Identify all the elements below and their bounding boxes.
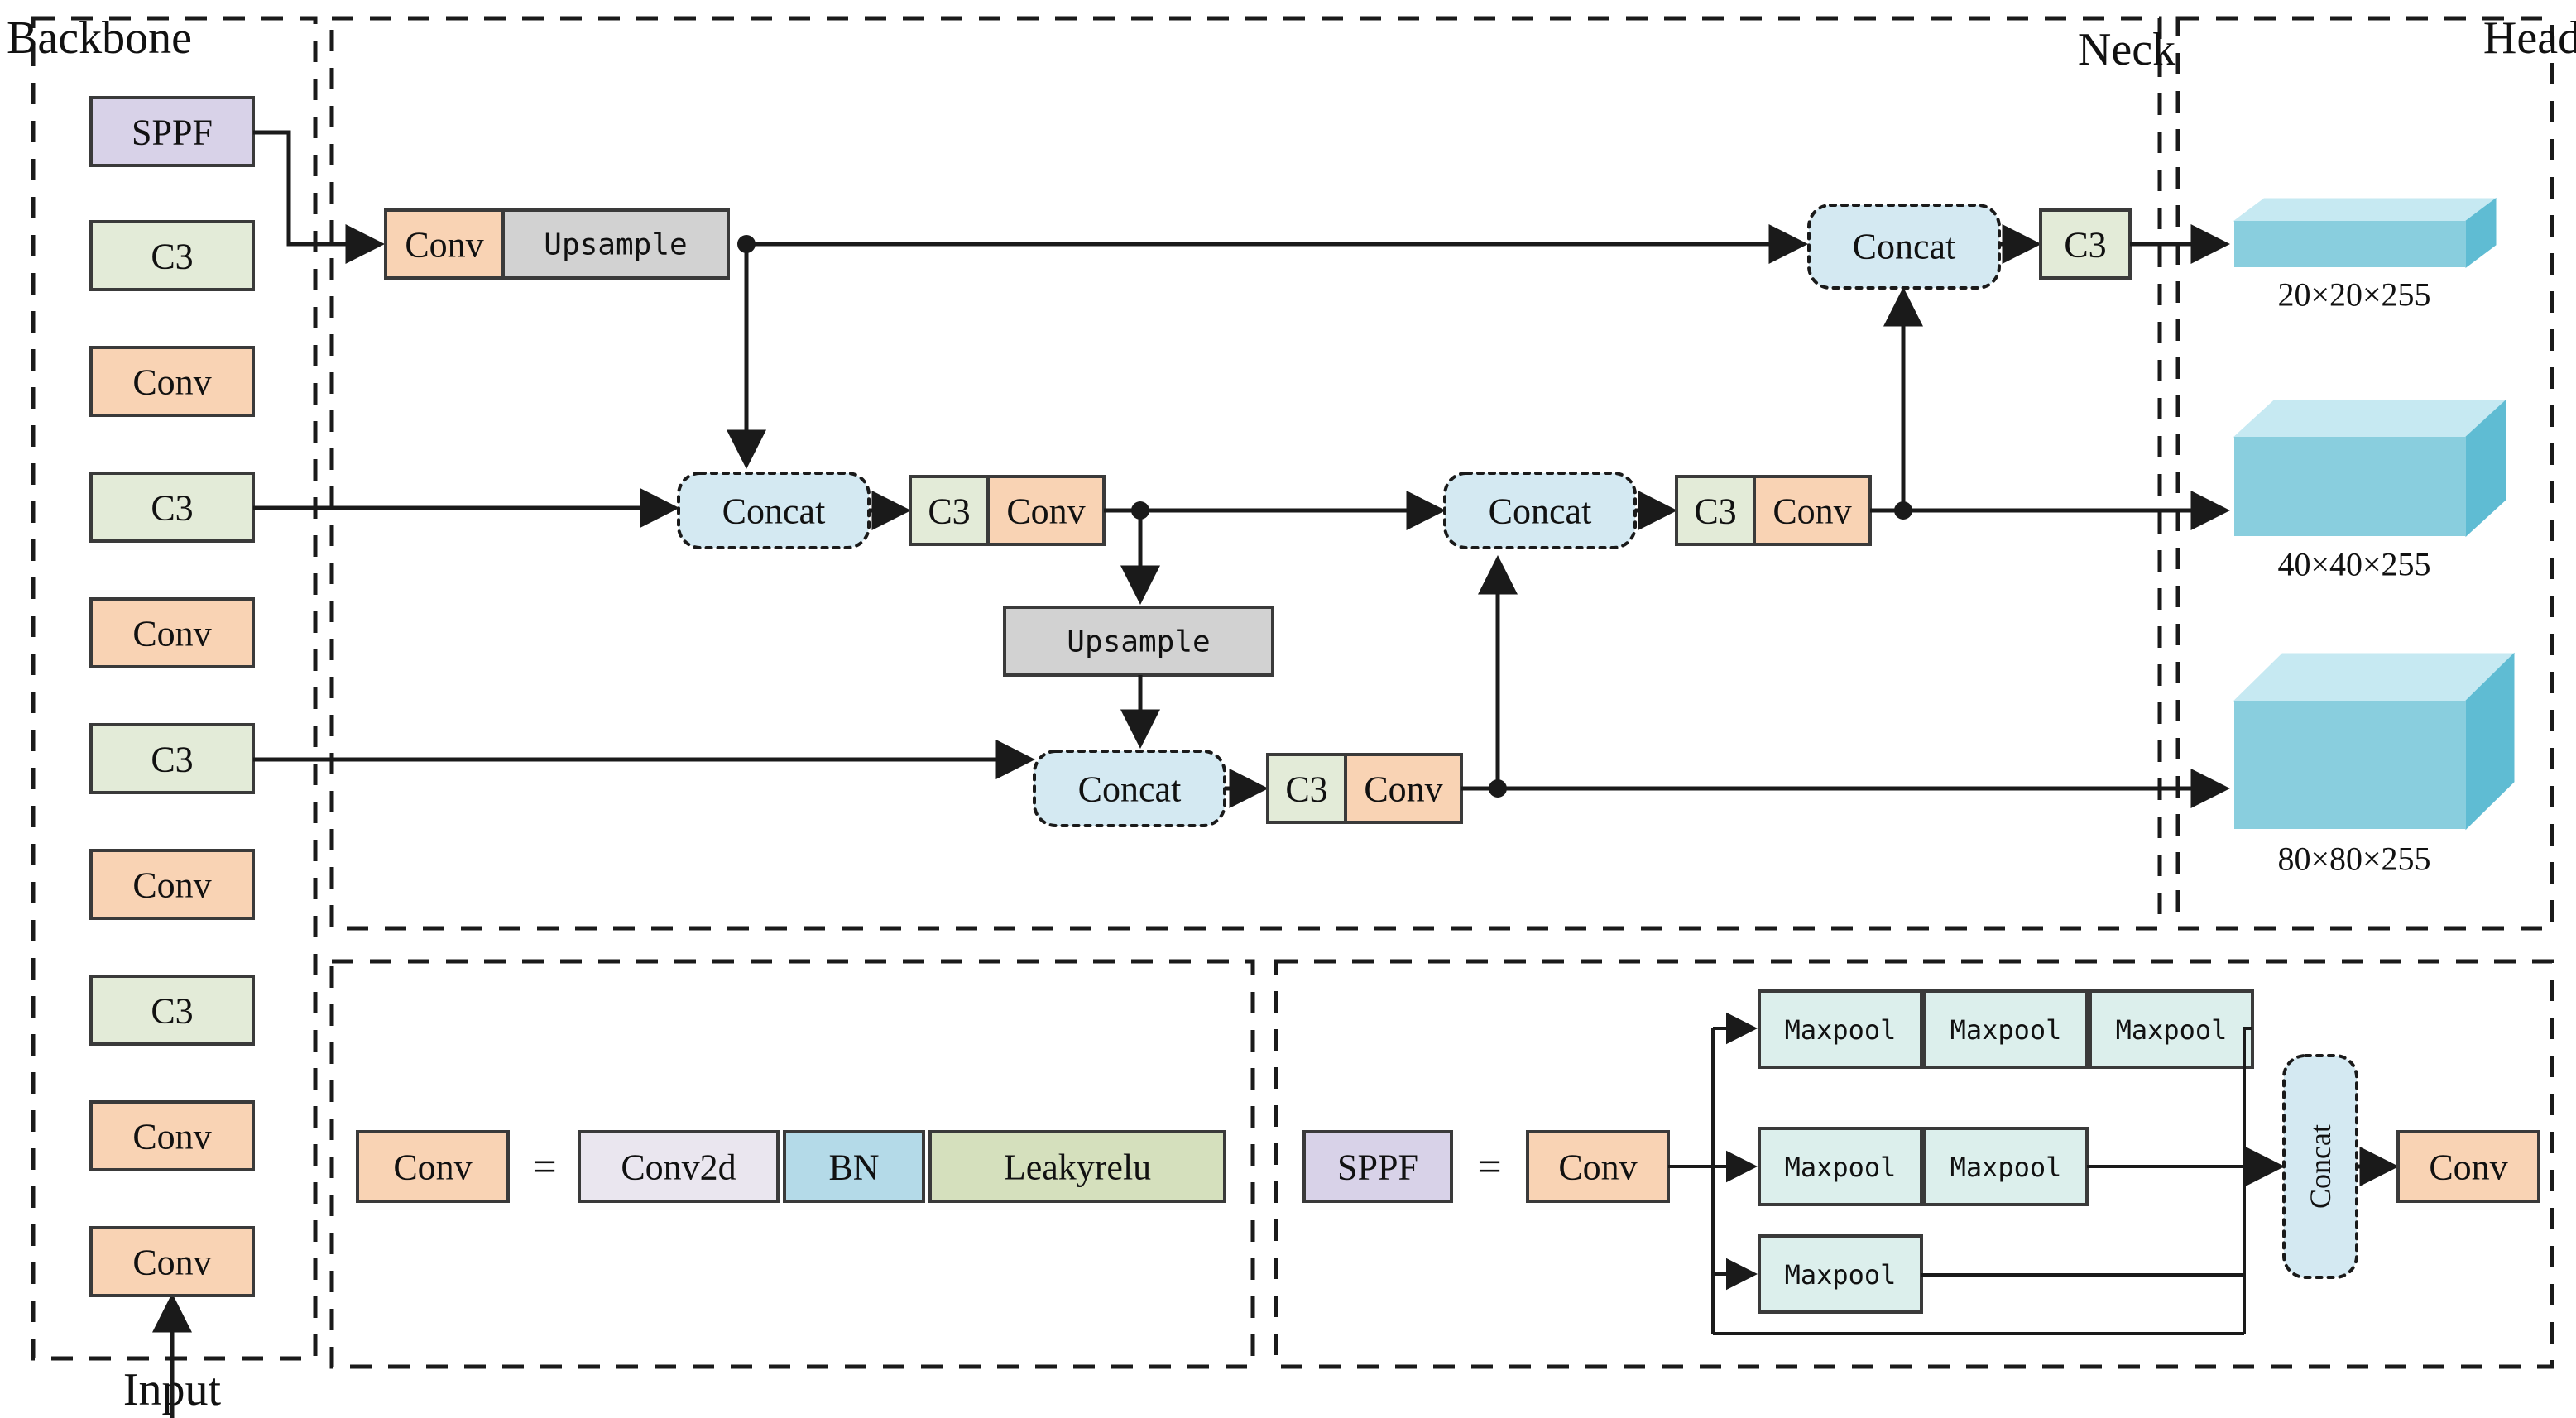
backbone-layer-c3-4[interactable]: C3 bbox=[89, 220, 255, 291]
legend-leakyrelu-label: Leakyrelu bbox=[1004, 1147, 1151, 1188]
backbone-layer-label: Conv bbox=[132, 1243, 211, 1283]
head-container bbox=[2175, 16, 2554, 931]
backbone-layer-conv-1[interactable]: Conv bbox=[89, 1226, 255, 1297]
sppf-conv-out[interactable]: Conv bbox=[2396, 1130, 2540, 1203]
backbone-layer-label: Conv bbox=[132, 362, 211, 403]
neck-concat-label: Concat bbox=[1078, 769, 1182, 810]
backbone-layer-label: C3 bbox=[151, 237, 193, 277]
legend-conv-source-label: Conv bbox=[393, 1147, 472, 1188]
legend-conv-container bbox=[329, 959, 1255, 1369]
head-output-label: 80×80×255 bbox=[2277, 841, 2430, 878]
backbone-layer-conv-2[interactable]: Conv bbox=[89, 1100, 255, 1171]
neck-conv-label: Conv bbox=[1006, 491, 1085, 532]
head-output-label: 20×20×255 bbox=[2277, 276, 2430, 314]
neck-c3conv-mid-left[interactable]: C3 Conv bbox=[909, 475, 1106, 546]
neck-concat-label: Concat bbox=[722, 491, 826, 532]
head-output-80[interactable]: 80×80×255 bbox=[2233, 652, 2516, 878]
sppf-concat-label: Concat bbox=[2304, 1124, 2337, 1209]
legend-sppf-conv-in-label: Conv bbox=[1558, 1147, 1637, 1188]
neck-c3conv-bottom[interactable]: C3 Conv bbox=[1266, 753, 1463, 824]
legend-conv-parts[interactable]: Conv2d BN Leakyrelu bbox=[578, 1130, 1226, 1203]
head-output-20[interactable]: 20×20×255 bbox=[2233, 198, 2497, 314]
sppf-maxpool-label: Maxpool bbox=[1785, 1259, 1897, 1291]
neck-concat-mid-left[interactable]: Concat bbox=[677, 472, 871, 549]
sppf-maxpool-label: Maxpool bbox=[1950, 1152, 2062, 1183]
legend-sppf-conv-in[interactable]: Conv bbox=[1526, 1130, 1670, 1203]
head-output-40[interactable]: 40×40×255 bbox=[2233, 399, 2507, 583]
backbone-layer-c3-2[interactable]: C3 bbox=[89, 723, 255, 794]
neck-conv-label: Conv bbox=[405, 225, 483, 266]
legend-bn-label: BN bbox=[828, 1147, 879, 1188]
neck-c3-label: C3 bbox=[1285, 769, 1327, 810]
sppf-maxpool-label: Maxpool bbox=[1950, 1014, 2062, 1046]
legend-conv-source[interactable]: Conv bbox=[356, 1130, 510, 1203]
neck-conv-label: Conv bbox=[1772, 491, 1851, 532]
sppf-maxpool-label: Maxpool bbox=[2116, 1014, 2228, 1046]
backbone-layer-label: Conv bbox=[132, 614, 211, 654]
head-output-label: 40×40×255 bbox=[2277, 546, 2430, 583]
sppf-branch-3[interactable]: Maxpool bbox=[1758, 1234, 1923, 1314]
neck-c3conv-mid-right[interactable]: C3 Conv bbox=[1675, 475, 1872, 546]
legend-sppf-equals: = bbox=[1477, 1144, 1501, 1191]
backbone-layer-label: Conv bbox=[132, 1117, 211, 1157]
neck-concat-bottom[interactable]: Concat bbox=[1033, 750, 1226, 827]
legend-sppf-source[interactable]: SPPF bbox=[1302, 1130, 1453, 1203]
neck-upsample-mid[interactable]: Upsample bbox=[1003, 606, 1274, 677]
neck-concat-label: Concat bbox=[1853, 227, 1956, 267]
sppf-concat[interactable]: Concat bbox=[2282, 1054, 2358, 1279]
neck-concat-mid-right[interactable]: Concat bbox=[1443, 472, 1637, 549]
backbone-title: Backbone bbox=[7, 12, 192, 64]
neck-concat-label: Concat bbox=[1489, 491, 1592, 532]
sppf-branch1-out bbox=[2243, 1027, 2252, 1166]
backbone-layer-label: C3 bbox=[151, 488, 193, 529]
sppf-conv-out-label: Conv bbox=[2429, 1147, 2507, 1188]
backbone-layer-label: C3 bbox=[151, 740, 193, 780]
neck-upsample-label: Upsample bbox=[544, 228, 687, 262]
backbone-layer-c3-1[interactable]: C3 bbox=[89, 975, 255, 1046]
neck-title: Neck bbox=[2078, 24, 2175, 75]
backbone-layer-label: C3 bbox=[151, 991, 193, 1032]
backbone-layer-sppf[interactable]: SPPF bbox=[89, 96, 255, 167]
neck-conv-label: Conv bbox=[1364, 769, 1442, 810]
sppf-branch-2[interactable]: Maxpool Maxpool bbox=[1758, 1127, 2089, 1206]
wire-sppf-to-upsample bbox=[253, 130, 385, 264]
backbone-layer-conv-4[interactable]: Conv bbox=[89, 597, 255, 668]
neck-conv-upsample-block[interactable]: Conv Upsample bbox=[384, 208, 730, 280]
backbone-layer-conv-3[interactable]: Conv bbox=[89, 849, 255, 920]
neck-c3-label: C3 bbox=[2064, 225, 2106, 266]
backbone-layer-c3-3[interactable]: C3 bbox=[89, 472, 255, 543]
neck-c3-top-right[interactable]: C3 bbox=[2039, 208, 2132, 280]
neck-c3-label: C3 bbox=[928, 491, 970, 532]
sppf-branch-1[interactable]: Maxpool Maxpool Maxpool bbox=[1758, 989, 2254, 1069]
legend-sppf-container bbox=[1274, 959, 2554, 1369]
legend-sppf-source-label: SPPF bbox=[1337, 1147, 1418, 1188]
sppf-maxpool-label: Maxpool bbox=[1785, 1152, 1897, 1183]
head-title: Head bbox=[2483, 12, 2576, 64]
sppf-maxpool-label: Maxpool bbox=[1785, 1014, 1897, 1046]
neck-container bbox=[329, 16, 2162, 931]
neck-concat-top-right[interactable]: Concat bbox=[1807, 204, 2001, 290]
neck-c3-label: C3 bbox=[1694, 491, 1736, 532]
neck-upsample-label: Upsample bbox=[1067, 625, 1210, 659]
legend-conv2d-label: Conv2d bbox=[621, 1147, 736, 1188]
backbone-layer-conv-5[interactable]: Conv bbox=[89, 346, 255, 417]
backbone-layer-label: SPPF bbox=[132, 113, 213, 153]
legend-conv-equals: = bbox=[532, 1144, 556, 1191]
sppf-bus bbox=[1668, 1012, 2246, 1335]
backbone-layer-label: Conv bbox=[132, 865, 211, 906]
